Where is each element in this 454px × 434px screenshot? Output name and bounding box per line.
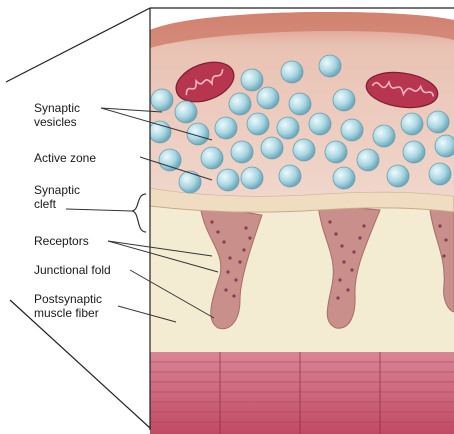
label-synaptic-cleft: Synaptic cleft	[34, 183, 80, 211]
label-postsynaptic-muscle-fiber: Postsynaptic muscle fiber	[34, 292, 102, 320]
cleft-bracket	[132, 194, 146, 232]
label-synaptic-cleft-line2: cleft	[34, 197, 80, 211]
zoom-line-top	[6, 8, 150, 82]
label-synaptic-cleft-line1: Synaptic	[34, 183, 80, 197]
label-synaptic-vesicles-line1: Synaptic	[34, 101, 80, 115]
label-synaptic-vesicles-line2: vesicles	[34, 115, 80, 129]
label-receptors: Receptors	[34, 234, 89, 248]
label-active-zone: Active zone	[34, 151, 96, 165]
label-postsynaptic-line1: Postsynaptic	[34, 292, 102, 306]
label-synaptic-vesicles: Synaptic vesicles	[34, 101, 80, 129]
label-junctional-fold: Junctional fold	[34, 263, 111, 277]
postsynaptic-region	[150, 195, 454, 355]
label-postsynaptic-line2: muscle fiber	[34, 306, 102, 320]
